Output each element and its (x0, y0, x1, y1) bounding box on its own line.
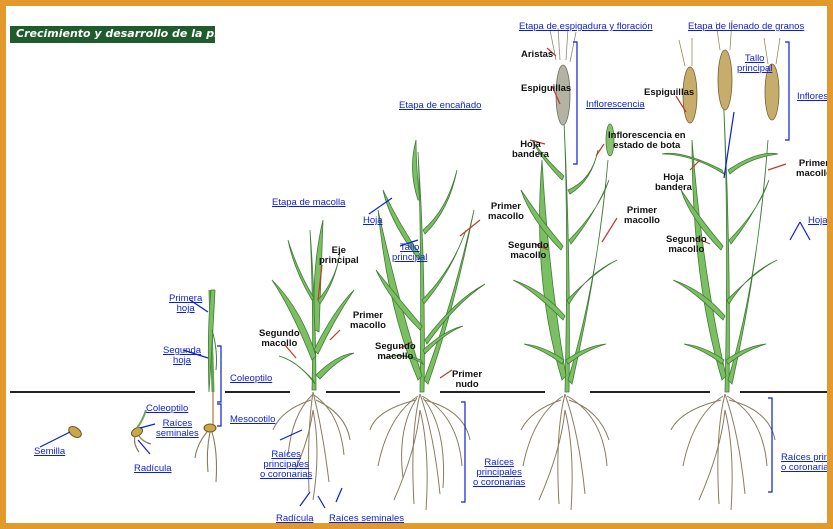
germinating-seed-drawing (130, 410, 151, 452)
label-primer-macollo-1: Primer macollo (350, 311, 386, 331)
diagram-title: Crecimiento y desarrollo de la planta de… (16, 27, 299, 40)
label-aristas: Aristas (521, 50, 553, 60)
label-primer-macollo-1-l2: macollo (350, 320, 386, 331)
label-segundo-macollo-3-l2: macollo (510, 250, 546, 261)
label-primera-hoja-l2: hoja (177, 303, 195, 314)
flowering-roots-drawing (521, 394, 609, 510)
label-coleoptilo-small[interactable]: Coleoptilo (146, 404, 188, 414)
label-raices-principales-2[interactable]: Raíces principales o coronarias (473, 458, 525, 488)
label-hoja-bandera-2: Hoja bandera (655, 173, 692, 193)
tillering-roots-drawing (273, 392, 350, 500)
label-hoja[interactable]: Hoja (363, 216, 383, 226)
label-raices-principales-2-l3: o coronarias (473, 477, 525, 488)
label-inflorescencia-bota-l2: estado de bota (613, 140, 680, 151)
label-primer-macollo-4: Primer macollo (796, 159, 832, 179)
label-eje-principal: Eje principal (319, 246, 359, 266)
label-primer-macollo-2: Primer macollo (488, 202, 524, 222)
label-espiguillas-2: Espiguillas (644, 88, 694, 98)
label-raices-principales-1-l3: o coronarias (260, 469, 312, 480)
label-primera-hoja[interactable]: Primera hoja (169, 294, 202, 314)
label-segunda-hoja[interactable]: Segunda hoja (163, 346, 201, 366)
label-raices-seminales[interactable]: Raíces seminales (329, 514, 404, 524)
label-hoja-bandera-2-l2: bandera (655, 182, 692, 193)
label-tallo-principal-2[interactable]: Tallo principal (737, 54, 772, 74)
seedling-drawing (195, 290, 217, 482)
label-coleoptilo[interactable]: Coleoptilo (230, 374, 272, 384)
label-tallo-principal-1[interactable]: Tallo principal (392, 243, 427, 263)
label-hoja-bandera-1: Hoja bandera (512, 140, 549, 160)
label-mesocotilo[interactable]: Mesocotilo (230, 415, 275, 425)
label-raices-principales-1[interactable]: Raíces principales o coronarias (260, 450, 312, 480)
label-primer-nudo: Primer nudo (452, 370, 482, 390)
diagram-art (6, 6, 827, 523)
label-inflorescencia-2[interactable]: Inflorescencia (797, 92, 833, 102)
label-tallo-principal-2-l2: principal (737, 63, 772, 74)
label-espiguillas-1: Espiguillas (521, 84, 571, 94)
label-eje-principal-l2: principal (319, 255, 359, 266)
label-primer-macollo-3: Primer macollo (624, 206, 660, 226)
label-segundo-macollo-2: Segundo macollo (375, 342, 416, 362)
label-primer-macollo-3-l2: macollo (624, 215, 660, 226)
stem-extension-roots-drawing (370, 394, 470, 510)
label-hojas[interactable]: Hojas (808, 216, 832, 226)
stage-macolla-link[interactable]: Etapa de macolla (272, 198, 345, 208)
stage-encanado-link[interactable]: Etapa de encañado (399, 101, 481, 111)
title-bar: Crecimiento y desarrollo de la planta de… (10, 26, 215, 43)
stage-espigadura-link[interactable]: Etapa de espigadura y floración (519, 22, 653, 32)
label-hoja-bandera-1-l2: bandera (512, 149, 549, 160)
label-primer-macollo-2-l2: macollo (488, 211, 524, 222)
label-segundo-macollo-1: Segundo macollo (259, 329, 300, 349)
label-segundo-macollo-2-l2: macollo (377, 351, 413, 362)
label-primer-macollo-4-l2: macollo (796, 168, 832, 179)
stage-llenado-link[interactable]: Etapa de llenado de granos (688, 22, 804, 32)
label-segundo-macollo-1-l2: macollo (261, 338, 297, 349)
label-raices-principales-3[interactable]: Raíces principales o coronarias (781, 453, 833, 473)
label-radicula[interactable]: Radícula (276, 514, 314, 524)
label-raices-principales-3-l2: o coronarias (781, 462, 833, 473)
label-radicula-small[interactable]: Radícula (134, 464, 172, 474)
label-inflorescencia-bota: Inflorescencia en estado de bota (608, 131, 686, 151)
label-segundo-macollo-4-l2: macollo (668, 244, 704, 255)
label-segundo-macollo-4: Segundo macollo (666, 235, 707, 255)
label-semilla[interactable]: Semilla (34, 447, 65, 457)
label-raices-seminales-small-l2: seminales (156, 428, 199, 439)
grain-filling-roots-drawing (671, 394, 775, 510)
label-segunda-hoja-l2: hoja (173, 355, 191, 366)
label-tallo-principal-1-l2: principal (392, 252, 427, 263)
label-segundo-macollo-3: Segundo macollo (508, 241, 549, 261)
label-inflorescencia[interactable]: Inflorescencia (586, 100, 645, 110)
label-raices-seminales-small[interactable]: Raíces seminales (156, 419, 199, 439)
label-primer-nudo-l2: nudo (455, 379, 478, 390)
